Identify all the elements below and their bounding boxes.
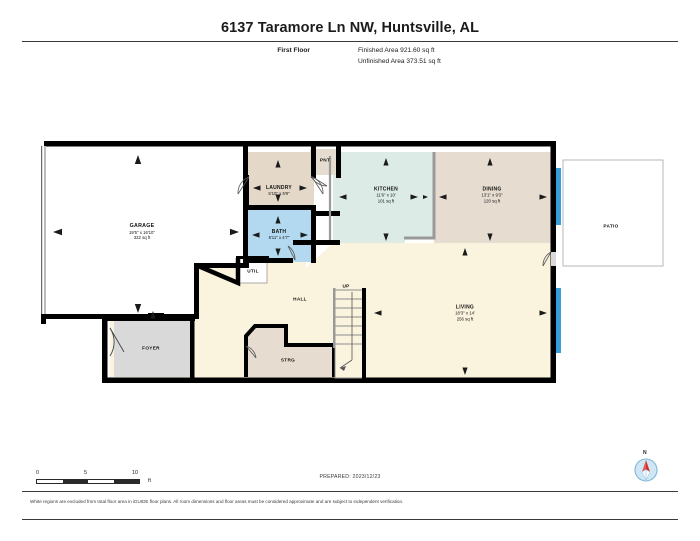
scale-track xyxy=(36,479,140,484)
wall-laundry-south xyxy=(243,205,316,210)
wall-garage-east-lower xyxy=(194,263,249,268)
stair-direction-arrow xyxy=(339,359,353,369)
wall-garage-southwest xyxy=(41,314,116,319)
scale-segment-1 xyxy=(37,480,63,483)
wall-stairs-west xyxy=(333,288,336,348)
scale-tick-5: 5 xyxy=(84,470,87,476)
door-swing-pantry xyxy=(310,175,328,187)
window-dining-east xyxy=(554,168,561,225)
door-leaf-foyer xyxy=(109,327,125,353)
finished-area-text: Finished Area 921.60 sq ft xyxy=(358,47,435,54)
stair-arrowhead-icon xyxy=(340,366,346,371)
wall-exterior-south xyxy=(102,377,556,383)
stairs-up-label: UP xyxy=(342,283,350,289)
footer-divider-bottom xyxy=(22,519,678,520)
wall-foyer-north-jamb xyxy=(148,313,164,319)
wall-pantry-east xyxy=(336,146,341,178)
wall-bath-corridor-south xyxy=(293,240,340,245)
door-leaf-laundry-west xyxy=(237,176,250,195)
door-patio-opening xyxy=(551,252,556,266)
wall-bath-corridor-north xyxy=(316,211,340,216)
door-swing-patio xyxy=(542,251,552,267)
scale-tick-0: 0 xyxy=(36,470,39,476)
room-label-storage: STRG xyxy=(280,357,296,363)
scale-tick-10: 10 xyxy=(132,470,138,476)
dimension-arrows xyxy=(53,155,547,375)
wall-foyer-west xyxy=(102,314,108,383)
room-label-pantry: PNT xyxy=(319,157,331,163)
wall-bath-south xyxy=(243,258,293,263)
prepared-date: PREPARED: 2023/12/23 xyxy=(319,474,381,480)
window-living-east xyxy=(554,288,561,353)
door-swing-storage xyxy=(245,345,257,359)
scale-segment-3 xyxy=(88,480,114,483)
disclaimer-text: White regions are excluded from total fl… xyxy=(30,499,404,504)
compass-north-label: N xyxy=(643,450,647,456)
wall-foyer-east xyxy=(190,317,195,379)
door-swing-laundry-west xyxy=(237,176,250,195)
wall-bath-east xyxy=(311,205,316,263)
wall-garage-west-outline xyxy=(41,146,43,318)
page-title: 6137 Taramore Ln NW, Huntsville, AL xyxy=(220,20,480,36)
door-swing-patio-leaf xyxy=(542,251,552,267)
door-leaf-pantry xyxy=(310,175,328,187)
door-leaf-bath xyxy=(287,245,296,261)
wall-exterior-north xyxy=(44,141,556,147)
scale-unit-label: ft xyxy=(148,478,151,484)
floor-label: First Floor xyxy=(277,47,310,54)
stair-treads xyxy=(335,298,363,345)
wall-patio-door-upper xyxy=(550,225,556,250)
room-fill-laundry xyxy=(246,152,314,207)
room-fill-kitchen xyxy=(333,152,434,243)
footer-divider-top xyxy=(22,491,678,492)
wall-hall-step xyxy=(194,263,199,319)
wall-laundry-east xyxy=(311,146,316,178)
unfinished-area-text: Unfinished Area 373.51 sq ft xyxy=(358,58,441,65)
room-fill-garage xyxy=(46,145,246,318)
room-fill-storage xyxy=(246,327,334,377)
wall-patio-door-lower xyxy=(550,265,556,289)
scale-segment-4 xyxy=(113,480,139,483)
room-label-foyer: FOYER xyxy=(142,345,160,351)
wall-hall-diagonal xyxy=(195,258,241,287)
room-label-hall: HALL xyxy=(293,296,307,302)
wall-stairs-east xyxy=(362,288,366,380)
kitchen-counter-line xyxy=(404,152,436,240)
wall-entry-west xyxy=(41,319,46,324)
compass-rose-icon xyxy=(634,458,658,482)
room-fill-dining xyxy=(434,152,554,243)
room-label-util: UTIL xyxy=(247,268,259,274)
wall-laundry-west-stub xyxy=(243,175,249,207)
stairs-body xyxy=(334,289,364,379)
wall-garage-west xyxy=(44,146,46,318)
scale-segment-2 xyxy=(62,480,88,483)
door-leaf-storage xyxy=(245,345,257,359)
header-divider xyxy=(22,41,678,42)
room-label-patio: PATIO xyxy=(603,223,619,229)
wall-util-top xyxy=(236,256,269,259)
scale-ticks: 0 5 10 xyxy=(36,470,146,480)
room-fill-patio xyxy=(562,159,664,267)
room-fill-foyer xyxy=(114,321,192,377)
